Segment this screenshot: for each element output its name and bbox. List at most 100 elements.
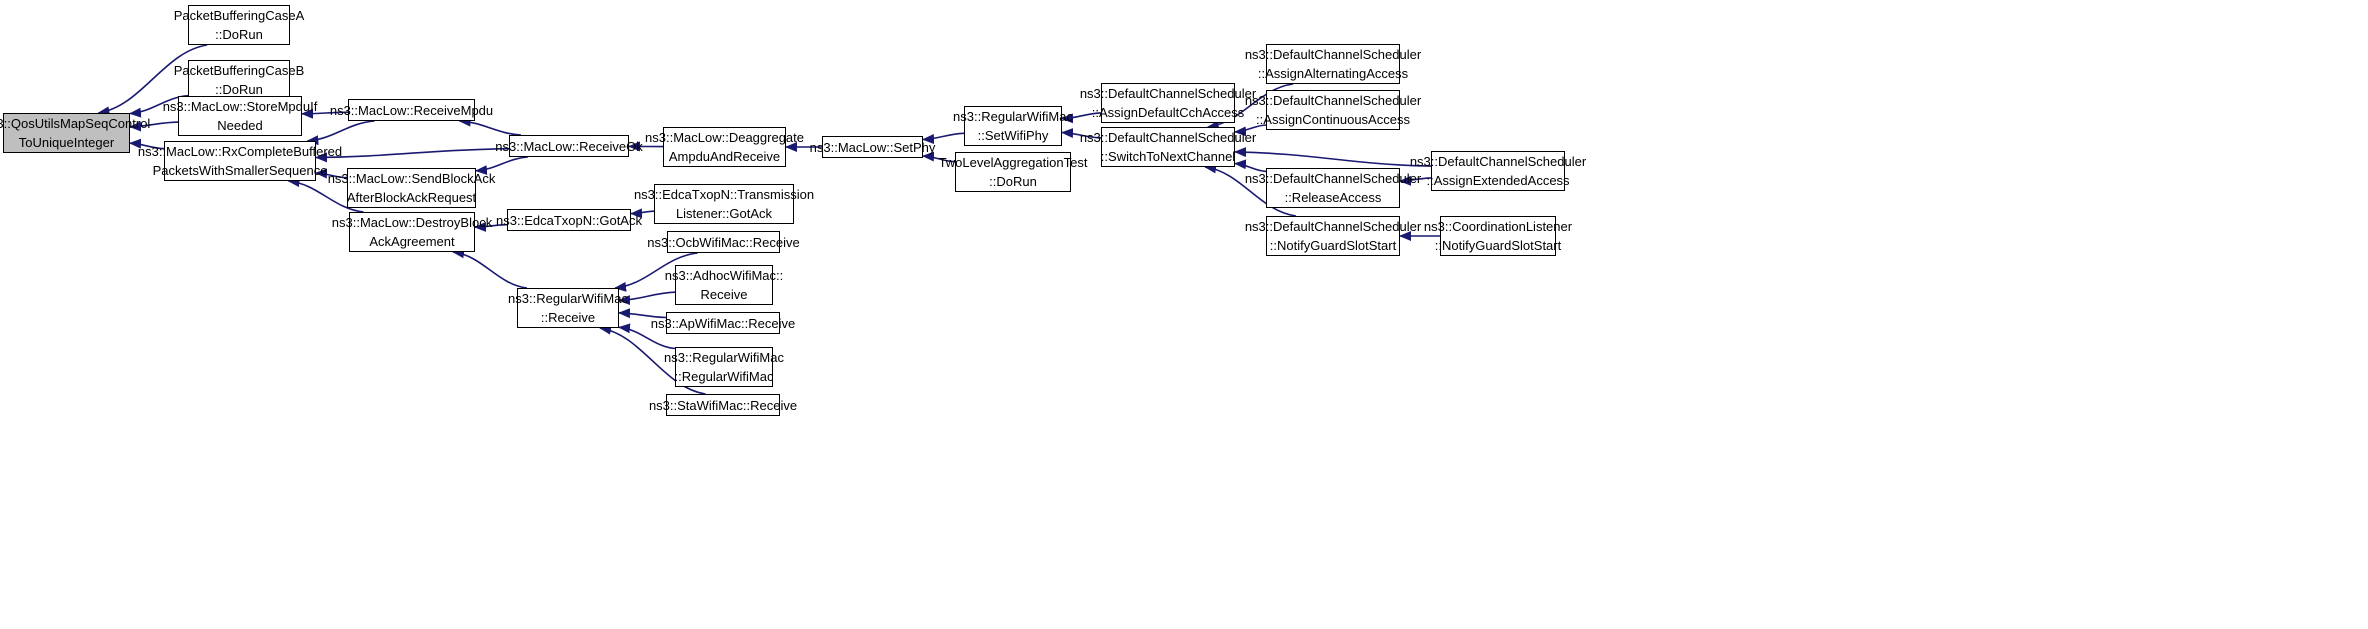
node-label-line: Listener::GotAck	[675, 206, 773, 221]
node-label-line: ns3::OcbWifiMac::Receive	[647, 234, 800, 250]
node-regular-wifi-mac-constructor[interactable]: ns3::RegularWifiMac ::RegularWifiMac	[664, 347, 784, 387]
node-label-line: ToUniqueInteger	[18, 135, 115, 150]
node-deaggregate-ampdu-and-receive[interactable]: ns3::MacLow::Deaggregate AmpduAndReceive	[645, 127, 804, 167]
node-label-line: ns3::MacLow::StoreMpduIf	[162, 99, 318, 114]
node-label-line: ::NotifyGuardSlotStart	[1269, 238, 1397, 253]
node-label-line: PacketsWithSmallerSequence	[152, 163, 328, 178]
call-edge-rwmCtor-to-rwmReceive	[618, 323, 676, 350]
call-edge-assignAlt-to-switchNext	[1206, 83, 1294, 131]
node-two-level-aggregation-test[interactable]: TwoLevelAggregationTest ::DoRun	[939, 152, 1087, 192]
node-label-line: ns3::RegularWifiMac	[508, 291, 628, 306]
node-label-line: PacketBufferingCaseA	[173, 8, 305, 23]
node-assign-alternating-access[interactable]: ns3::DefaultChannelScheduler ::AssignAlt…	[1245, 44, 1421, 84]
node-label-line: ns3::MacLow::Deaggregate	[645, 130, 804, 145]
node-label-line: ns3::DefaultChannelScheduler	[1079, 86, 1257, 101]
call-edge-receiveMpdu-to-rxComplete	[306, 120, 375, 146]
node-label-line: ns3::MacLow::SendBlockAck	[327, 171, 496, 186]
call-edge-gotAck-to-destroyBlock	[474, 221, 508, 232]
node-label-line: ns3::EdcaTxopN::Transmission	[633, 187, 815, 202]
call-edge-receiveOk-to-rxComplete	[315, 147, 510, 163]
call-edge-twoLevel-to-setPhy	[922, 151, 956, 163]
node-label-line: ::RegularWifiMac	[674, 369, 774, 384]
node-label-line: Needed	[217, 118, 263, 133]
node-regular-wifi-mac-receive[interactable]: ns3::RegularWifiMac ::Receive	[508, 288, 628, 328]
node-assign-default-cch-access[interactable]: ns3::DefaultChannelScheduler ::AssignDef…	[1080, 83, 1256, 123]
node-label-line: ::SetWifiPhy	[977, 128, 1049, 143]
call-edge-storeMpdu-to-root	[129, 121, 179, 132]
node-label-line: ::Receive	[540, 310, 596, 325]
call-edge-apReceive-to-rwmReceive	[618, 308, 667, 319]
node-destroy-block-ack-agreement[interactable]: ns3::MacLow::DestroyBlock AckAgreement	[332, 212, 492, 252]
call-edge-adhocReceive-to-rwmReceive	[618, 291, 676, 306]
call-edge-pbA-to-root	[97, 44, 208, 117]
node-release-access[interactable]: ns3::DefaultChannelScheduler ::ReleaseAc…	[1245, 168, 1421, 208]
node-label-line: ::DoRun	[989, 174, 1037, 189]
node-label-line: ::AssignContinuousAccess	[1256, 112, 1410, 127]
call-edge-receiveOk-to-receiveMpdu	[458, 116, 521, 136]
node-label-line: AfterBlockAckRequest	[346, 190, 477, 205]
node-label-line: ns3::StaWifiMac::Receive	[648, 397, 798, 413]
node-qos-utils-map-seq-control-root: ns3::QosUtilsMapSeqControl ToUniqueInteg…	[0, 113, 150, 153]
node-packet-buffering-case-b[interactable]: PacketBufferingCaseB ::DoRun	[174, 60, 304, 100]
node-label-line: PacketBufferingCaseB	[173, 63, 305, 78]
node-label-line: ::AssignAlternatingAccess	[1257, 66, 1409, 81]
call-edge-sendBlockAck-to-rxComplete	[315, 168, 348, 179]
node-label-line: ns3::DefaultChannelScheduler	[1244, 219, 1422, 234]
node-label-line: ns3::QosUtilsMapSeqControl	[0, 116, 151, 131]
node-label-line: ::DoRun	[215, 27, 263, 42]
node-notify-guard-slot-start[interactable]: ns3::DefaultChannelScheduler ::NotifyGua…	[1245, 216, 1421, 256]
node-label-line: ns3::DefaultChannelScheduler	[1244, 171, 1422, 186]
node-label-line: ns3::MacLow::DestroyBlock	[331, 215, 493, 230]
call-edge-setWifiPhy-to-setPhy	[922, 132, 965, 145]
call-edge-assignExt-to-switchNext	[1234, 147, 1432, 167]
node-label-line: ns3::DefaultChannelScheduler	[1079, 130, 1257, 145]
node-regular-wifi-mac-set-wifi-phy[interactable]: ns3::RegularWifiMac ::SetWifiPhy	[953, 106, 1073, 146]
node-receive-ok[interactable]: ns3::MacLow::ReceiveOk	[495, 135, 643, 157]
node-packet-buffering-case-a[interactable]: PacketBufferingCaseA ::DoRun	[174, 5, 304, 45]
call-edge-rwmReceive-to-destroyBlock	[452, 248, 527, 289]
node-edca-txop-got-ack[interactable]: ns3::EdcaTxopN::GotAck	[496, 209, 642, 231]
node-label-line: AckAgreement	[369, 234, 455, 249]
node-label-line: ::NotifyGuardSlotStart	[1434, 238, 1562, 253]
node-rx-complete-buffered-packets[interactable]: ns3::MacLow::RxCompleteBuffered PacketsW…	[138, 141, 342, 181]
node-label-line: ns3::ApWifiMac::Receive	[650, 315, 796, 331]
node-switch-to-next-channel[interactable]: ns3::DefaultChannelScheduler ::SwitchToN…	[1080, 127, 1256, 167]
node-label-line: ns3::DefaultChannelScheduler	[1244, 47, 1422, 62]
node-label-line: ns3::RegularWifiMac	[953, 109, 1073, 124]
node-ap-wifi-mac-receive[interactable]: ns3::ApWifiMac::Receive	[651, 312, 795, 334]
node-mac-low-set-phy[interactable]: ns3::MacLow::SetPhy	[810, 136, 935, 158]
node-label-line: ns3::DefaultChannelScheduler	[1409, 154, 1587, 169]
call-edge-transListener-to-gotAck	[630, 208, 655, 219]
node-send-block-ack-after-request[interactable]: ns3::MacLow::SendBlockAck AfterBlockAckR…	[328, 168, 495, 208]
call-edge-switchNext-to-setWifiPhy	[1061, 128, 1102, 139]
node-label-line: TwoLevelAggregationTest	[938, 155, 1088, 170]
node-label-line: ns3::MacLow::ReceiveMpdu	[329, 102, 494, 118]
node-coordination-listener-notify-guard[interactable]: ns3::CoordinationListener ::NotifyGuardS…	[1424, 216, 1572, 256]
node-label-line: AmpduAndReceive	[668, 149, 781, 164]
call-edge-ocbReceive-to-rwmReceive	[614, 252, 698, 292]
call-edge-destroyBlock-to-rxComplete	[287, 177, 364, 213]
node-transmission-listener-got-ack[interactable]: ns3::EdcaTxopN::Transmission Listener::G…	[634, 184, 814, 224]
call-edge-assignDefault-to-setWifiPhy	[1061, 112, 1102, 124]
node-label-line: ::DoRun	[215, 82, 263, 97]
call-edge-rxComplete-to-root	[129, 138, 165, 150]
node-assign-extended-access[interactable]: ns3::DefaultChannelScheduler ::AssignExt…	[1410, 151, 1586, 191]
node-label-line: Receive	[700, 287, 748, 302]
call-edge-receiveMpdu-to-storeMpdu	[301, 108, 349, 119]
node-receive-mpdu[interactable]: ns3::MacLow::ReceiveMpdu	[330, 99, 493, 121]
node-label-line: ns3::DefaultChannelScheduler	[1244, 93, 1422, 108]
node-label-line: ns3::AdhocWifiMac::	[664, 268, 784, 283]
node-adhoc-wifi-mac-receive[interactable]: ns3::AdhocWifiMac:: Receive	[665, 265, 783, 305]
node-ocb-wifi-mac-receive[interactable]: ns3::OcbWifiMac::Receive	[647, 231, 800, 253]
node-sta-wifi-mac-receive[interactable]: ns3::StaWifiMac::Receive	[649, 394, 797, 416]
node-label-line: ns3::RegularWifiMac	[664, 350, 784, 365]
node-store-mpdu-if-needed[interactable]: ns3::MacLow::StoreMpduIf Needed	[163, 96, 317, 136]
node-label-line: ns3::MacLow::RxCompleteBuffered	[137, 144, 343, 159]
call-edge-assignExt-to-releaseAccess	[1399, 175, 1432, 186]
node-label-line: ::AssignDefaultCchAccess	[1091, 105, 1245, 120]
node-label-line: ::ReleaseAccess	[1284, 190, 1382, 205]
call-edge-assignCont-to-switchNext	[1234, 124, 1267, 137]
node-assign-continuous-access[interactable]: ns3::DefaultChannelScheduler ::AssignCon…	[1245, 90, 1421, 130]
